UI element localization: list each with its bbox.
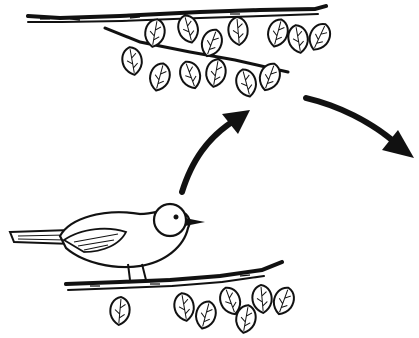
leafy-branch-icon [28,6,334,99]
arrow-icon [182,110,250,192]
arrow-icon [306,98,414,158]
leafy-branch-icon [66,262,297,334]
bird-icon [10,204,205,280]
